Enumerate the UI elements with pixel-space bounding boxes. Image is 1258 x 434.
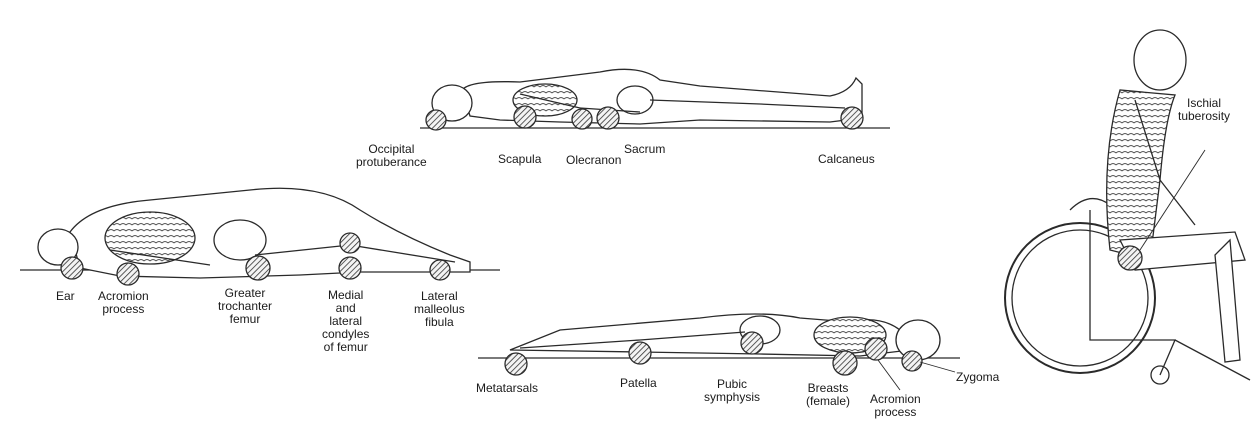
seated-head [1134, 30, 1186, 90]
label-ear: Ear [56, 290, 75, 303]
supine-point-olecranon [572, 109, 592, 129]
prone-point-metatarsals [505, 353, 527, 375]
label-olecranon: Olecranon [566, 154, 621, 167]
label-breasts-female: Breasts (female) [806, 382, 850, 408]
label-pubic-symphysis: Pubic symphysis [704, 378, 760, 404]
lateral-point-trochanter [246, 256, 270, 280]
prone-leader-acromion [878, 360, 900, 390]
lateral-figure [20, 188, 500, 285]
label-calcaneus: Calcaneus [818, 153, 875, 166]
supine-point-scapula [514, 106, 536, 128]
lateral-point-knee-top [340, 233, 360, 253]
prone-point-zygoma [902, 351, 922, 371]
seated-torso [1107, 90, 1175, 260]
label-occipital-protuberance: Occipital protuberance [356, 143, 427, 169]
prone-point-patella [629, 342, 651, 364]
lateral-point-acromion [117, 263, 139, 285]
label-greater-trochanter: Greater trochanter femur [218, 287, 272, 326]
supine-figure [420, 69, 890, 130]
lateral-point-malleolus [430, 260, 450, 280]
label-acromion-process-lateral: Acromion process [98, 290, 149, 316]
seated-figure [1005, 30, 1250, 384]
supine-point-occipital [426, 110, 446, 130]
lateral-point-ear [61, 257, 83, 279]
prone-leader-zygoma [920, 362, 955, 372]
seated-point-ischial [1118, 246, 1142, 270]
label-ischial-tuberosity: Ischial tuberosity [1178, 97, 1230, 123]
label-zygoma: Zygoma [956, 371, 999, 384]
label-sacrum: Sacrum [624, 143, 665, 156]
label-patella: Patella [620, 377, 657, 390]
supine-point-sacrum [597, 107, 619, 129]
prone-point-acromion [865, 338, 887, 360]
lateral-point-condyles [339, 257, 361, 279]
label-acromion-process-prone: Acromion process [870, 393, 921, 419]
label-scapula: Scapula [498, 153, 541, 166]
lateral-pelvis [214, 220, 266, 260]
wheelchair-handle [1070, 199, 1110, 210]
supine-point-calcaneus [841, 107, 863, 129]
prone-point-pubic [741, 332, 763, 354]
supine-pelvis [617, 86, 653, 114]
label-condyles-of-femur: Medial and lateral condyles of femur [322, 289, 369, 354]
prone-point-breasts [833, 351, 857, 375]
label-lateral-malleolus: Lateral malleolus fibula [414, 290, 465, 329]
label-metatarsals: Metatarsals [476, 382, 538, 395]
